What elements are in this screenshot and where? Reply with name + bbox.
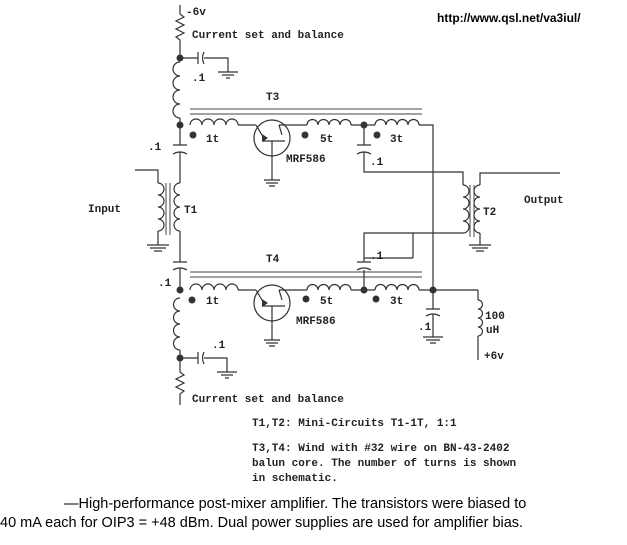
output-label: Output <box>524 195 564 207</box>
inductor-coil <box>473 184 481 234</box>
inductor-coil <box>477 299 484 337</box>
choke-top <box>172 61 181 119</box>
turns-label: 3t <box>390 296 403 308</box>
inductor-coil <box>157 182 165 232</box>
t3-label: T3 <box>266 92 280 104</box>
t3-stage: T3 MRF586 1t 5t 3t .1 .1 <box>148 92 464 290</box>
t1-label: T1 <box>184 205 198 217</box>
top-bias-network: -6v Current set and balance .1 <box>172 5 344 125</box>
resistor-bottom <box>174 358 186 405</box>
pos-supply-label: +6v <box>484 351 504 363</box>
inductor-coil <box>306 118 352 126</box>
cap-label: .1 <box>370 157 384 169</box>
cap-label: .1 <box>148 142 162 154</box>
output-transformer-t2: Output T2 <box>412 172 564 258</box>
neg-supply-label: -6v <box>186 7 206 19</box>
inductor-coil <box>306 283 352 291</box>
figure-caption-line-1: —High-performance post-mixer amplifier. … <box>64 496 527 512</box>
component-notes: T1,T2: Mini-Circuits T1-1T, 1:1 T3,T4: W… <box>252 418 516 485</box>
choke-unit-label: uH <box>486 325 499 337</box>
turns-label: 1t <box>206 134 219 146</box>
cap-label: .1 <box>418 322 432 334</box>
note-line: balun core. The number of turns is shown <box>252 458 516 470</box>
t4-label: T4 <box>266 254 280 266</box>
input-transformer-t1: Input T1 <box>88 169 198 262</box>
figure-caption-line-2: 40 mA each for OIP3 = +48 dBm. Dual powe… <box>0 515 524 531</box>
cap-label: .1 <box>212 340 226 352</box>
resistor-top <box>174 13 186 58</box>
inductor-coil <box>172 297 181 351</box>
note-line: T3,T4: Wind with #32 wire on BN-43-2402 <box>252 443 509 455</box>
note-line: in schematic. <box>252 473 338 485</box>
cap-label: .1 <box>370 251 384 263</box>
turns-label: 1t <box>206 296 219 308</box>
choke-value-label: 100 <box>485 311 505 323</box>
bias-label-bottom: Current set and balance <box>192 394 344 406</box>
cap-label: .1 <box>158 278 172 290</box>
inductor-coil <box>189 118 239 126</box>
bottom-bias-network: .1 Current set and balance <box>172 297 344 406</box>
cap-label: .1 <box>192 73 206 85</box>
note-line: T1,T2: Mini-Circuits T1-1T, 1:1 <box>252 418 457 430</box>
bias-label-top: Current set and balance <box>192 30 344 42</box>
inductor-coil <box>173 182 181 232</box>
turns-label: 5t <box>320 134 333 146</box>
input-label: Input <box>88 204 121 216</box>
inductor-coil <box>374 118 420 126</box>
t4-stage: T4 .1 MRF586 1t 5t 3t .1 .1 100 uH +6v <box>158 232 505 363</box>
transistor-label-bottom: MRF586 <box>296 316 336 328</box>
turns-label: 5t <box>320 296 333 308</box>
transistor-label-top: MRF586 <box>286 154 326 166</box>
source-url: http://www.qsl.net/va3iul/ <box>437 11 581 25</box>
turns-label: 3t <box>390 134 403 146</box>
inductor-coil <box>462 184 470 234</box>
inductor-coil <box>374 283 420 291</box>
t2-label: T2 <box>483 207 496 219</box>
inductor-coil <box>189 283 239 291</box>
